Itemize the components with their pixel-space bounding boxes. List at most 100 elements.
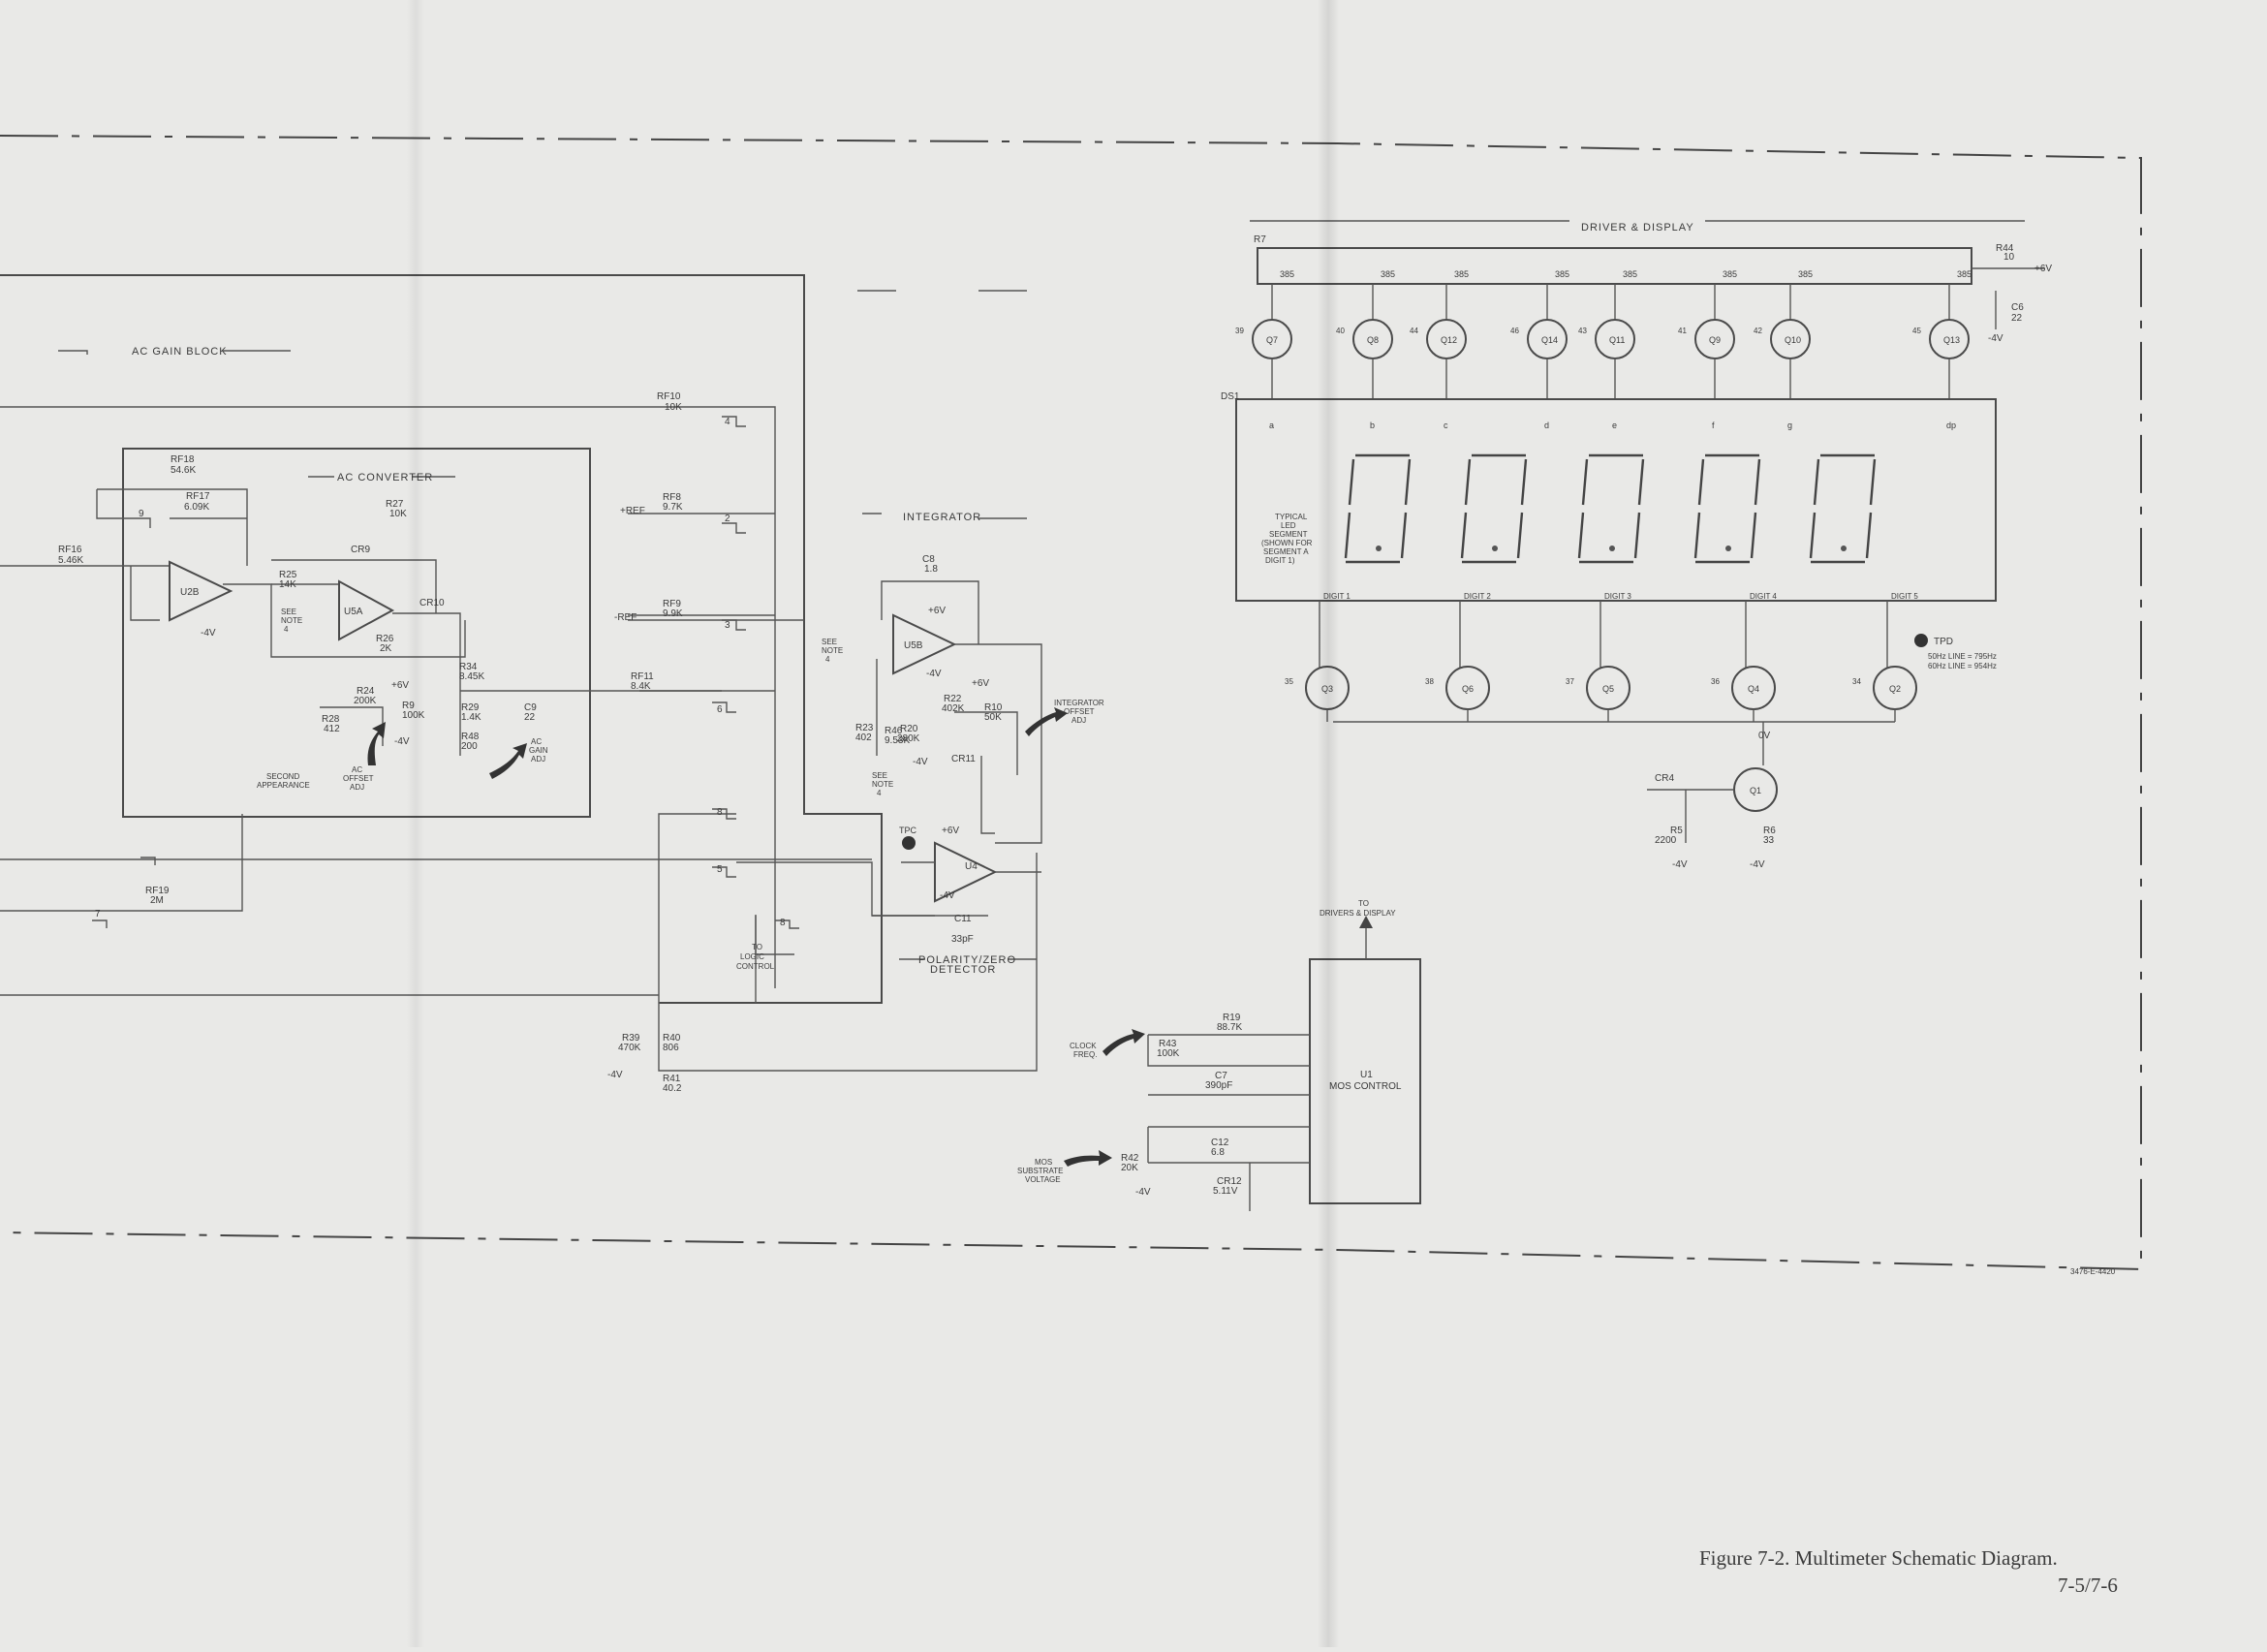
resistor-value: 385 <box>1957 269 1972 279</box>
capacitor-value: 33pF <box>951 934 974 945</box>
page-number: 7-5/7-6 <box>2058 1574 2118 1597</box>
resistor-label: R25 <box>279 570 297 580</box>
resistor-value: 385 <box>1623 269 1637 279</box>
note-label: 4 <box>877 789 882 797</box>
note-label: SEE <box>872 771 887 780</box>
resistor-value: 200 <box>461 741 478 752</box>
resistor-value: 1.4K <box>461 712 481 723</box>
note-label: APPEARANCE <box>257 781 310 790</box>
adj-label: FREQ. <box>1073 1050 1097 1059</box>
led-digit <box>1577 453 1645 564</box>
mos-control-section: U1 MOS CONTROL TO DRIVERS & DISPLAY R19 … <box>1017 899 1421 1211</box>
transistor-label: Q11 <box>1609 335 1625 345</box>
supply-label: -4V <box>926 669 942 679</box>
tab-label: 6 <box>717 704 723 715</box>
supply-label: +6V <box>928 606 946 616</box>
signal-label: 0V <box>1758 731 1771 741</box>
resistor-label: R41 <box>663 1074 681 1084</box>
segment-letter: f <box>1712 421 1715 430</box>
transistor-label: Q1 <box>1750 786 1761 795</box>
capacitor-label: C9 <box>524 702 537 713</box>
capacitor-value: 6.8 <box>1211 1147 1225 1158</box>
pin-number: 34 <box>1852 677 1861 686</box>
note-label: SEGMENT A <box>1263 547 1309 556</box>
capacitor-value: 22 <box>2011 313 2023 324</box>
resistor-value: 385 <box>1280 269 1294 279</box>
adj-label: VOLTAGE <box>1025 1175 1061 1184</box>
led-digit <box>1344 453 1412 564</box>
transistor-label: Q10 <box>1785 335 1801 345</box>
capacitor-value: 390pF <box>1205 1080 1232 1091</box>
transistor-label: Q5 <box>1602 684 1614 694</box>
capacitor-value: 22 <box>524 712 536 723</box>
resistor-value: 9.53K <box>885 735 910 746</box>
connector-tabs: 4 2 3 6 8 5 8 7 9 <box>92 416 799 929</box>
resistor-value: 385 <box>1454 269 1469 279</box>
resistor-label: R42 <box>1121 1153 1139 1164</box>
resistor-label: R48 <box>461 732 480 742</box>
adjustment-arrows <box>367 707 1145 1167</box>
supply-label: +6V <box>2034 264 2052 274</box>
tab-label: 5 <box>717 864 723 875</box>
resistor-value: 412 <box>324 724 340 734</box>
tpc-label: TPC <box>899 826 917 835</box>
segment-letter: a <box>1269 421 1274 430</box>
resistor-label: R24 <box>357 686 375 697</box>
test-point-tpd <box>1914 634 1928 647</box>
ac-gain-block: AC GAIN BLOCK <box>0 274 883 1004</box>
resistor-value: 9.7K <box>663 502 683 513</box>
resistor-value: 33 <box>1763 835 1775 846</box>
resistor-value: 200K <box>354 696 377 706</box>
resistor-value: 402 <box>855 732 872 743</box>
resistor-label: R46 <box>885 726 903 736</box>
transistor-label: Q4 <box>1748 684 1759 694</box>
resistor-value: 8.4K <box>631 681 651 692</box>
component-labels-middle: C8 1.8 +6V -4V SEE NOTE 4 R46 9.53K R22 … <box>736 554 1104 971</box>
resistor-value: 20K <box>1121 1163 1138 1173</box>
segment-letter: d <box>1544 421 1549 430</box>
resistor-value: 385 <box>1381 269 1395 279</box>
diode-label: CR9 <box>351 545 370 555</box>
driver-display-label: DRIVER & DISPLAY <box>1581 222 1694 234</box>
led-digit <box>1460 453 1528 564</box>
segment-letter: dp <box>1946 421 1956 430</box>
adj-label: ADJ <box>1071 716 1086 725</box>
transistor-label: Q3 <box>1321 684 1333 694</box>
resistor-label: RF9 <box>663 599 681 609</box>
note-label: NOTE <box>872 780 893 789</box>
paper-fold <box>1318 0 1339 1647</box>
detector-label: DETECTOR <box>930 964 996 976</box>
transistor-label: Q6 <box>1462 684 1474 694</box>
transistor-label: Q2 <box>1889 684 1901 694</box>
adj-label: SUBSTRATE <box>1017 1167 1063 1175</box>
supply-label: +6V <box>972 678 989 689</box>
ref-label: +REF <box>620 506 645 516</box>
resistor-label: R29 <box>461 702 480 713</box>
ac-converter-block: AC CONVERTER <box>122 448 591 818</box>
resistor-label: R44 <box>1996 243 2014 254</box>
adj-label: OFFSET <box>1064 707 1095 716</box>
resistor-label: R22 <box>944 694 962 704</box>
resistor-label: R19 <box>1223 1013 1241 1023</box>
resistor-label: R40 <box>663 1033 681 1044</box>
resistor-value: 10K <box>389 509 407 519</box>
led-digit <box>1693 453 1761 564</box>
resistor-network-label: R7 <box>1254 234 1266 245</box>
resistor-value: 385 <box>1555 269 1569 279</box>
note-label: TYPICAL <box>1275 513 1308 521</box>
signal-label: LOGIC <box>740 952 764 961</box>
note-label: (SHOWN FOR <box>1261 539 1313 547</box>
resistor-value: 88.7K <box>1217 1022 1242 1033</box>
resistor-value: 40.2 <box>663 1083 682 1094</box>
signal-label: DRIVERS & DISPLAY <box>1320 909 1396 918</box>
tab-label: 4 <box>725 417 730 427</box>
pin-number: 41 <box>1678 327 1687 335</box>
tpd-note: 50Hz LINE = 795Hz <box>1928 652 1997 661</box>
pin-number: 38 <box>1425 677 1434 686</box>
tab-label: 8 <box>780 918 786 928</box>
supply-label: +6V <box>391 680 409 691</box>
ac-gain-block-label: AC GAIN BLOCK <box>132 346 228 358</box>
drawing-number: 3476-E-4420 <box>2070 1267 2116 1276</box>
supply-label: -4V <box>607 1070 623 1080</box>
resistor-label: RF18 <box>171 454 195 465</box>
